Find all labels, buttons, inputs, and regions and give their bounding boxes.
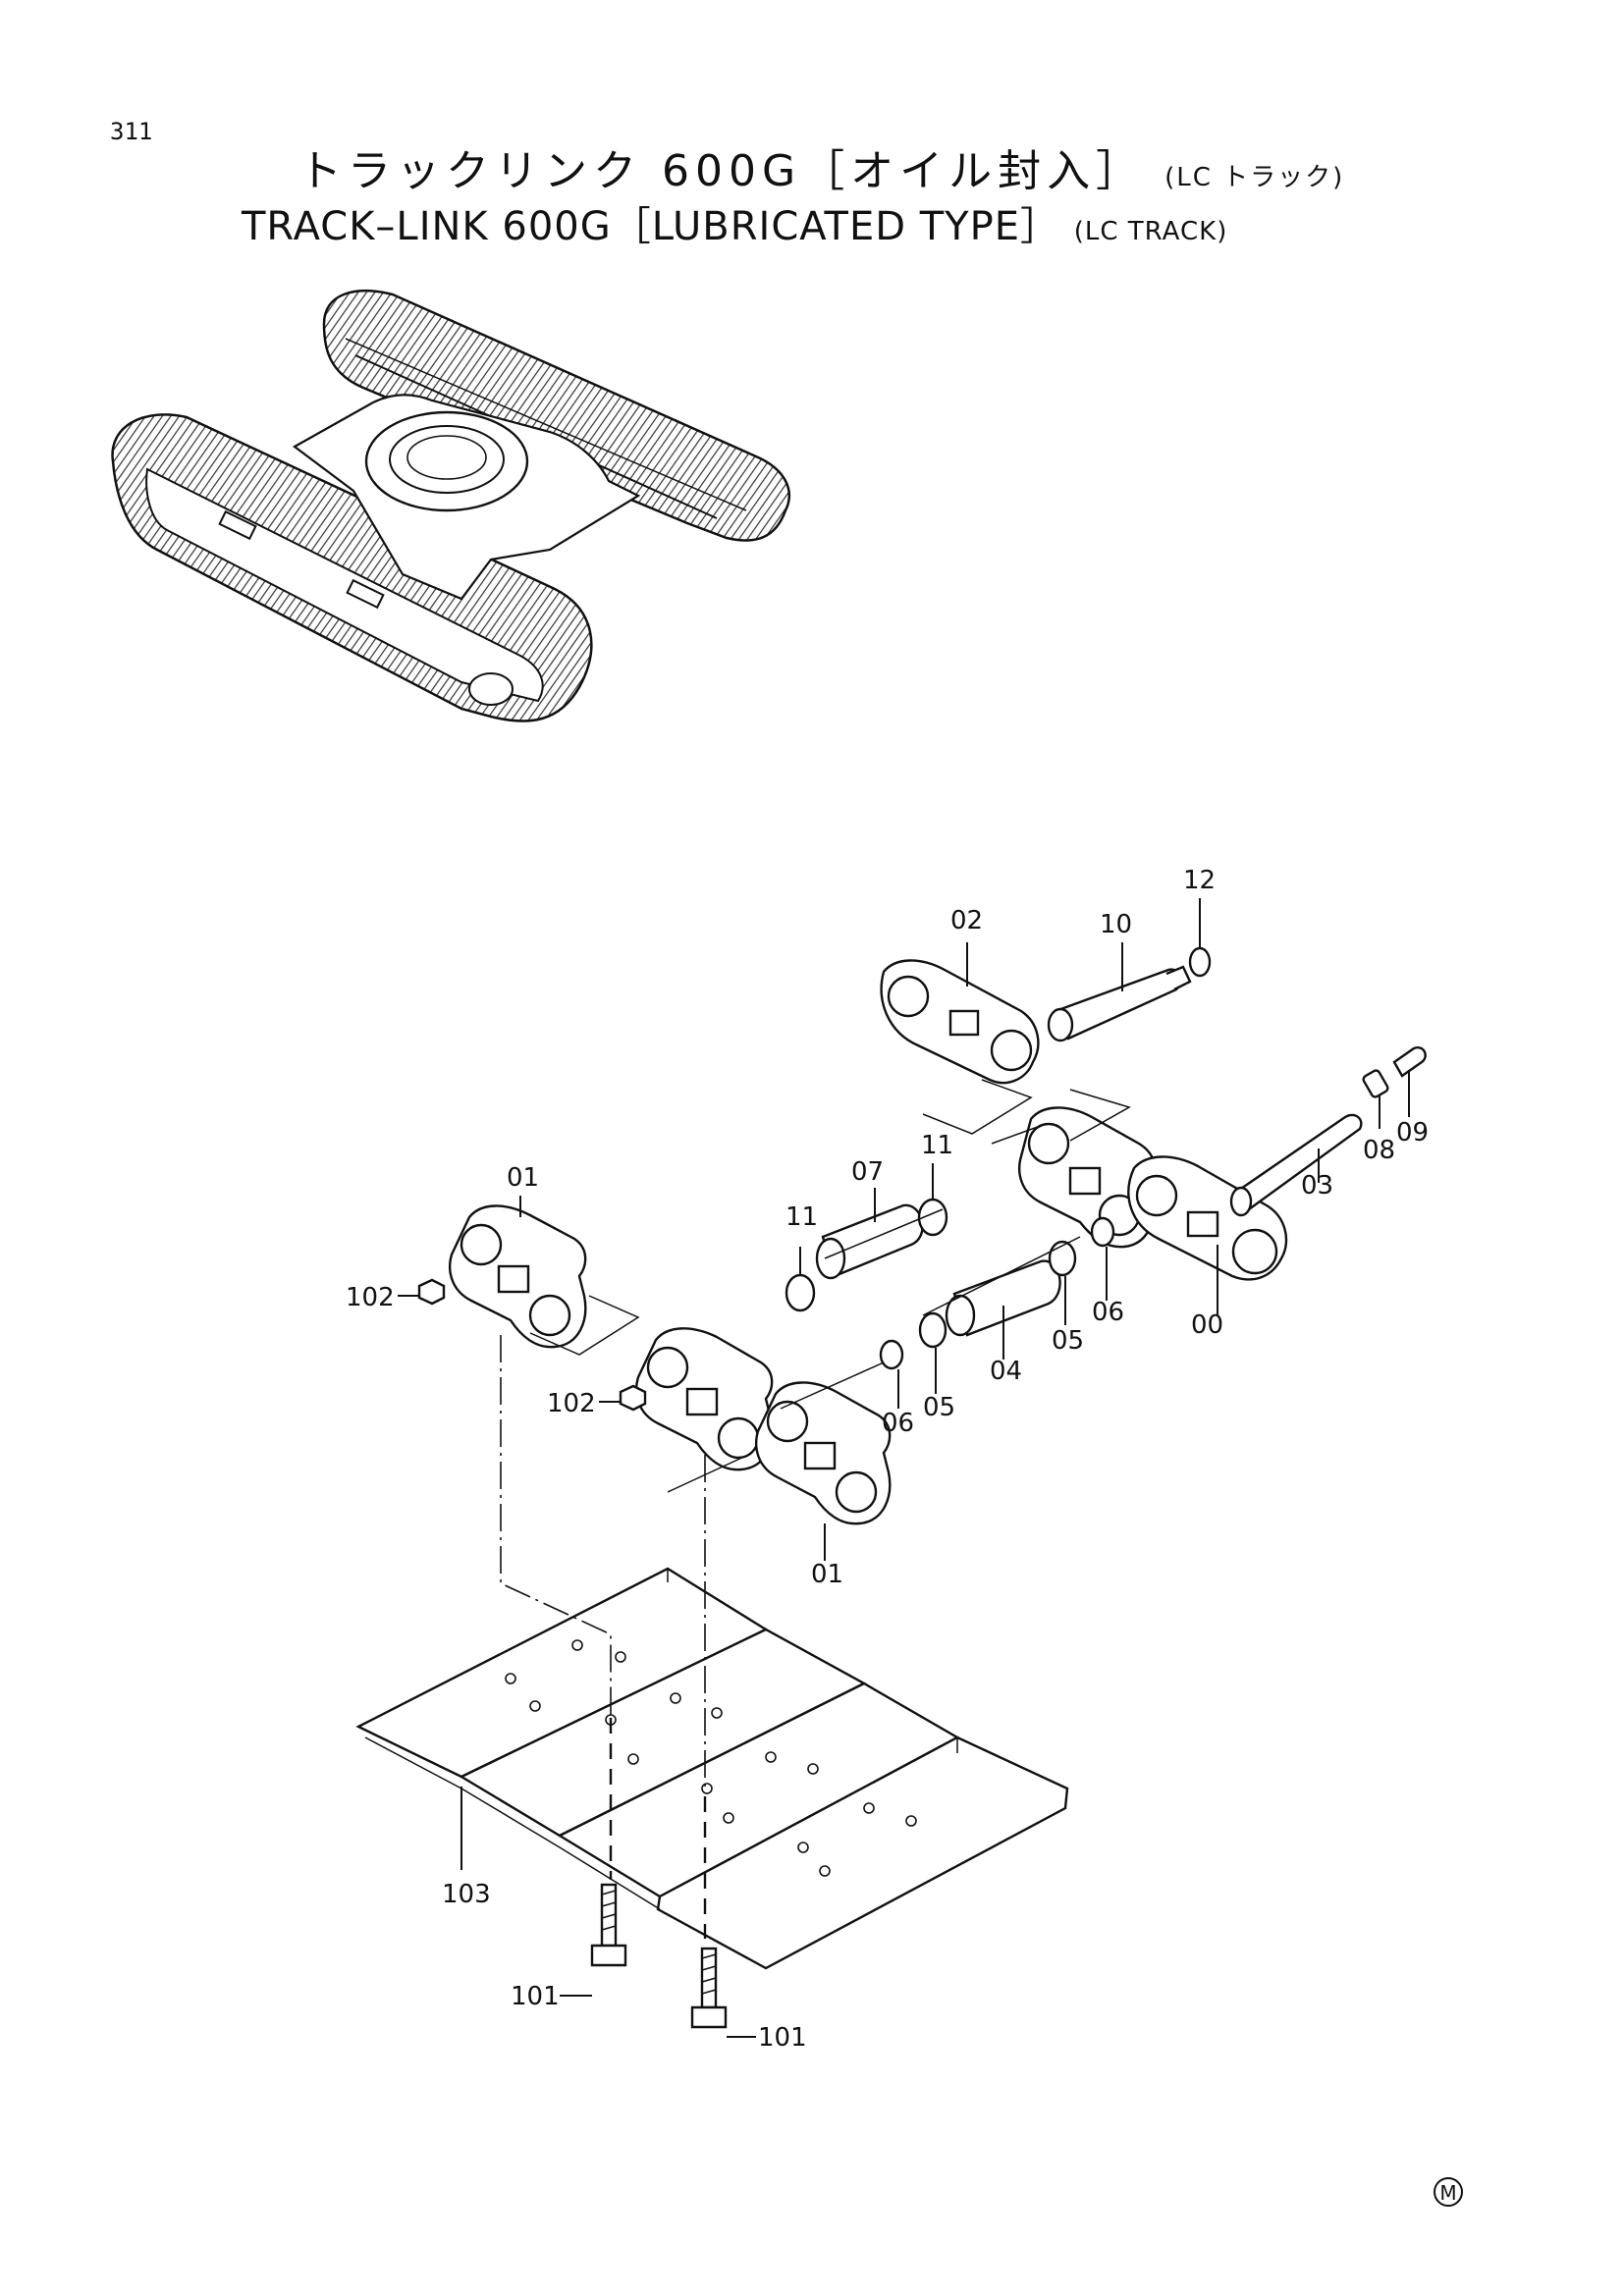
label-06-right: 06 bbox=[1092, 1298, 1124, 1327]
label-10: 10 bbox=[1100, 910, 1132, 939]
title-japanese-main: トラックリンク 600G［オイル封入］ bbox=[298, 146, 1146, 196]
label-101-left: 101 bbox=[511, 1982, 560, 2011]
track-link-01-upper bbox=[449, 1204, 587, 1349]
label-01-lower: 01 bbox=[811, 1560, 843, 1589]
title-japanese: トラックリンク 600G［オイル封入］ (LC トラック) bbox=[298, 135, 1344, 198]
bushing-04 bbox=[945, 1259, 1061, 1337]
assembly-guide-lines bbox=[500, 1079, 1131, 1939]
track-link-02 bbox=[880, 959, 1040, 1085]
plug-08 bbox=[1362, 1069, 1389, 1098]
nut-102-lower bbox=[619, 1384, 647, 1412]
shoe-bolt-101-right bbox=[690, 1947, 728, 2029]
track-link-01-lower-a bbox=[635, 1327, 774, 1471]
undercarriage-illustration bbox=[111, 290, 790, 722]
page-number: 311 bbox=[110, 118, 153, 145]
label-05-right: 05 bbox=[1052, 1326, 1084, 1356]
bushing-07 bbox=[815, 1203, 924, 1280]
label-12: 12 bbox=[1183, 866, 1216, 895]
leader-lines bbox=[398, 898, 1410, 2038]
label-01-upper: 01 bbox=[507, 1163, 539, 1193]
label-11-upper: 11 bbox=[921, 1131, 953, 1160]
title-english-main: TRACK–LINK 600G［LUBRICATED TYPE］ bbox=[242, 204, 1060, 249]
label-09: 09 bbox=[1396, 1118, 1429, 1148]
label-02: 02 bbox=[950, 906, 983, 935]
label-06-left: 06 bbox=[882, 1409, 914, 1438]
retaining-ring-12 bbox=[1188, 946, 1212, 978]
spacer-09 bbox=[1392, 1046, 1427, 1078]
nut-102-upper bbox=[417, 1278, 446, 1306]
label-03: 03 bbox=[1301, 1171, 1333, 1201]
label-102-upper: 102 bbox=[346, 1283, 395, 1312]
label-101-right: 101 bbox=[758, 2023, 807, 2053]
label-08: 08 bbox=[1363, 1136, 1395, 1165]
title-english-sub: (LC TRACK) bbox=[1073, 217, 1228, 246]
seal-11-lower bbox=[785, 1273, 816, 1312]
track-shoe-assembly bbox=[355, 1567, 1069, 1970]
label-07: 07 bbox=[851, 1157, 884, 1187]
title-japanese-sub: (LC トラック) bbox=[1164, 163, 1345, 192]
label-103: 103 bbox=[442, 1880, 491, 1909]
track-link-00-b bbox=[1127, 1155, 1288, 1281]
label-11-lower: 11 bbox=[785, 1202, 818, 1232]
label-00: 00 bbox=[1191, 1310, 1223, 1340]
label-05-left: 05 bbox=[923, 1393, 955, 1422]
master-pin-03 bbox=[1229, 1113, 1363, 1217]
shoe-bolt-101-left bbox=[590, 1883, 627, 1967]
m-mark-letter: M bbox=[1439, 2181, 1456, 2205]
m-mark: M bbox=[1434, 2177, 1463, 2207]
part-labels: 01 01 00 02 03 04 05 05 06 06 07 08 09 1… bbox=[346, 866, 1429, 2053]
seal-05-right bbox=[1048, 1240, 1077, 1277]
track-link-01-lower-b bbox=[755, 1381, 892, 1525]
seal-05-left bbox=[918, 1311, 947, 1349]
title-english: TRACK–LINK 600G［LUBRICATED TYPE］ (LC TRA… bbox=[242, 194, 1227, 251]
track-crawler-rear bbox=[322, 290, 790, 542]
label-102-lower: 102 bbox=[547, 1389, 596, 1418]
ring-06-left bbox=[879, 1339, 904, 1370]
pin-10 bbox=[1047, 965, 1192, 1042]
label-04: 04 bbox=[990, 1357, 1022, 1386]
ring-06-right bbox=[1090, 1216, 1115, 1248]
